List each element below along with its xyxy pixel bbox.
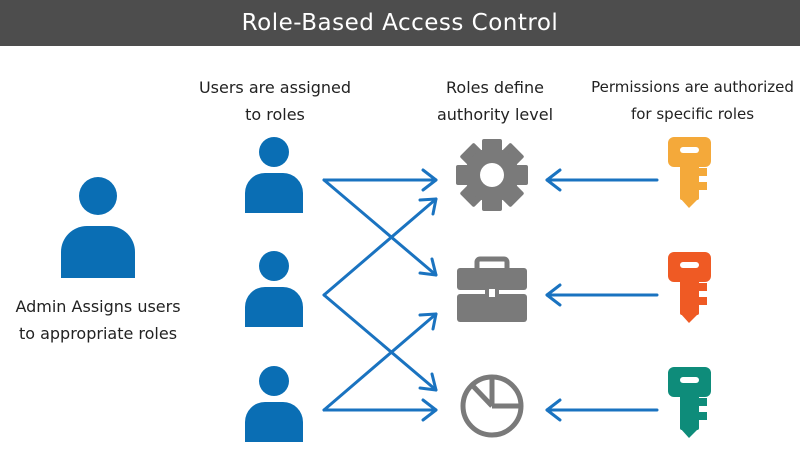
admin-person-icon <box>61 177 135 278</box>
permission-role-arrows <box>545 168 659 422</box>
user-1-person-icon <box>245 137 303 213</box>
page-title: Role-Based Access Control <box>241 10 559 36</box>
user-3-person-icon <box>245 366 303 442</box>
key-icon-middle <box>668 252 711 323</box>
users-caption: Users are assigned to roles <box>190 74 360 128</box>
admin-caption-line-2: to appropriate roles <box>18 324 178 343</box>
arrow-user1-role2 <box>322 178 438 277</box>
title-bar: Role-Based Access Control <box>0 0 800 46</box>
roles-caption-line-1: Roles define <box>446 78 544 97</box>
user-role-arrows <box>322 168 438 422</box>
arrow-key1-gear <box>545 168 659 192</box>
gear-icon <box>456 139 528 211</box>
permissions-caption-line-2: for specific roles <box>630 105 755 123</box>
arrow-user3-role3 <box>322 398 438 422</box>
admin-caption: Admin Assigns users to appropriate roles <box>0 293 196 347</box>
permissions-caption: Permissions are authorized for specific … <box>585 74 800 128</box>
users-caption-line-1: Users are assigned <box>198 78 352 97</box>
pie-chart-icon <box>460 374 524 438</box>
arrow-user3-role2 <box>322 312 438 412</box>
arrow-user2-role1 <box>322 197 438 297</box>
key-icon-bottom <box>668 367 711 438</box>
user-2-person-icon <box>245 251 303 327</box>
arrow-user2-role3 <box>322 293 438 392</box>
admin-caption-line-1: Admin Assigns users <box>15 297 181 316</box>
roles-caption-line-2: authority level <box>436 105 554 124</box>
key-icon-top <box>668 137 711 208</box>
arrow-user1-role1 <box>322 168 438 192</box>
roles-caption: Roles define authority level <box>420 74 570 128</box>
arrow-key2-briefcase <box>545 283 659 307</box>
briefcase-icon <box>457 256 527 322</box>
users-caption-line-2: to roles <box>245 105 305 124</box>
arrow-key3-pie <box>545 398 659 422</box>
permissions-caption-line-1: Permissions are authorized <box>591 78 794 96</box>
